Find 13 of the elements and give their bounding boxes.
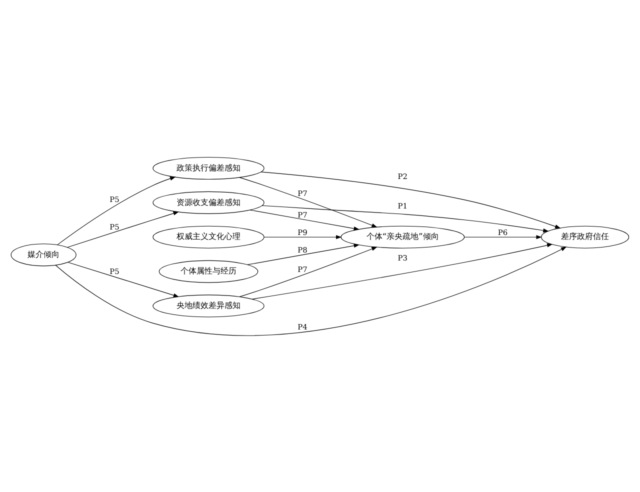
arrow xyxy=(68,261,180,297)
arrow xyxy=(66,210,180,248)
arrow xyxy=(55,246,567,336)
arrow xyxy=(56,176,176,245)
arrow xyxy=(260,171,561,228)
arrow xyxy=(250,209,360,230)
arrow xyxy=(464,234,542,239)
arrow xyxy=(252,242,553,299)
arrow xyxy=(247,243,360,264)
arrow xyxy=(262,204,549,232)
arrow xyxy=(264,234,342,239)
arrow xyxy=(239,176,378,227)
arrow xyxy=(239,246,378,297)
